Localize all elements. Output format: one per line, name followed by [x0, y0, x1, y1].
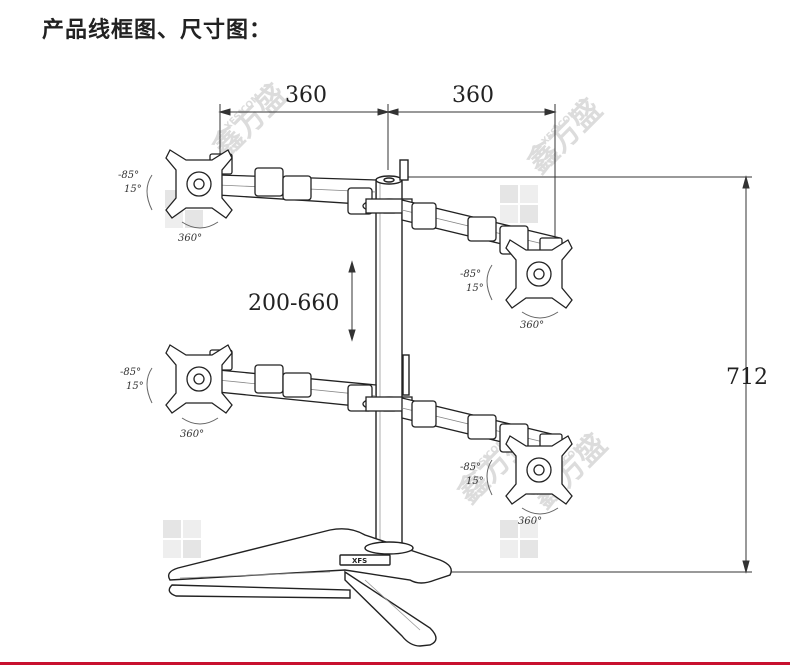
angle-tilt-up-1: -85°	[118, 170, 139, 181]
angle-tilt-down-3: 15°	[126, 381, 144, 392]
angle-rotation-1: 360°	[178, 233, 202, 244]
base-brand-label: XFS	[352, 557, 367, 565]
vesa-plate-top-left	[165, 149, 233, 219]
angle-tilt-up-4: -85°	[460, 462, 481, 473]
vesa-plate-bottom-right	[505, 435, 573, 505]
angle-rotation-2: 360°	[520, 320, 544, 331]
tripod-base	[167, 528, 452, 647]
angle-tilt-up-3: -85°	[120, 367, 141, 378]
angle-tilt-up-2: -85°	[460, 269, 481, 280]
dimension-lines	[218, 104, 752, 574]
angle-rotation-3: 360°	[180, 429, 204, 440]
angle-tilt-down-1: 15°	[124, 184, 142, 195]
angle-arcs	[146, 174, 559, 515]
vesa-plate-top-right	[505, 239, 573, 309]
angle-tilt-down-2: 15°	[466, 283, 484, 294]
page-title: 产品线框图、尺寸图：	[42, 18, 273, 43]
angle-rotation-4: 360°	[518, 516, 542, 527]
dimension-total-height: 712	[726, 365, 768, 390]
vesa-plate-bottom-left	[165, 344, 233, 414]
bottom-accent-line	[0, 662, 790, 665]
upper-arm-assembly	[209, 153, 563, 259]
center-pole	[375, 159, 410, 551]
watermark-cn-2: 鑫方盛	[521, 92, 609, 180]
dimension-left-width: 360	[285, 83, 327, 108]
dimension-height-range: 200-660	[248, 291, 339, 316]
dimension-right-width: 360	[452, 83, 494, 108]
angle-tilt-down-4: 15°	[466, 476, 484, 487]
watermark-cn-1: 鑫方盛	[206, 77, 294, 165]
